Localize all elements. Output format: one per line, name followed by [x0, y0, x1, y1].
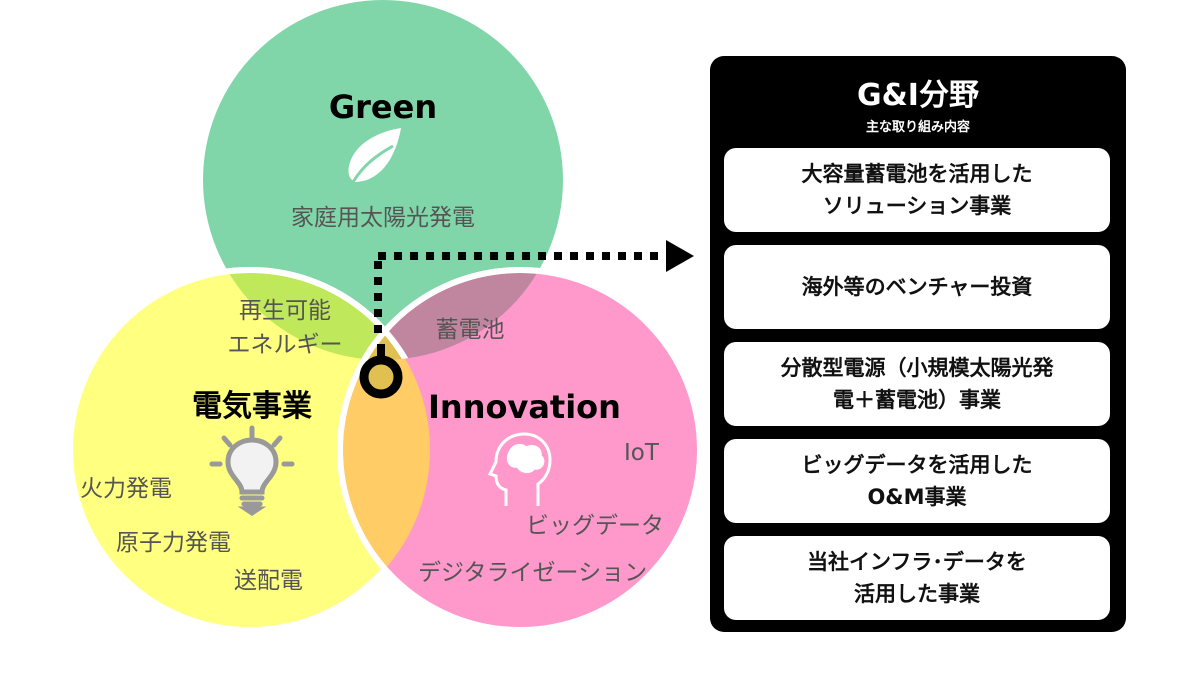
initiative-text: 大容量蓄電池を活用した ソリューション事業	[801, 162, 1033, 218]
brain-head-icon	[487, 432, 552, 506]
initiative-text: 当社インフラ･データを 活用した事業	[807, 550, 1027, 606]
innovation-title: Innovation	[428, 388, 621, 426]
dotted-arrow-icon[interactable]	[374, 240, 694, 333]
initiative-text: 海外等のベンチャー投資	[801, 275, 1033, 299]
initiative-item: 大容量蓄電池を活用した ソリューション事業	[724, 148, 1110, 232]
initiative-item: 海外等のベンチャー投資	[724, 245, 1110, 329]
innovation-item-2: デジタライゼーション	[418, 560, 647, 586]
electric-title: 電気事業	[192, 389, 312, 424]
innovation-item-1: ビッグデータ	[526, 513, 664, 539]
overlap-green-electric-line1: 再生可能	[239, 298, 331, 324]
electric-item-0: 火力発電	[80, 476, 172, 502]
overlap-green-electric-line2: エネルギー	[228, 332, 343, 358]
center-marker-icon	[359, 344, 403, 399]
venn-diagram: Green 家庭用太陽光発電 再生可能 エネルギー 蓄電池 電気事業 火力発電 …	[70, 0, 700, 630]
electric-item-1: 原子力発電	[116, 530, 231, 556]
initiative-item: 分散型電源（小規模太陽光発 電＋蓄電池）事業	[724, 342, 1110, 426]
green-title: Green	[329, 88, 437, 126]
initiative-text: 分散型電源（小規模太陽光発 電＋蓄電池）事業	[780, 356, 1054, 412]
panel-title: G&I分野	[857, 78, 979, 113]
initiative-item: ビッグデータを活用した O&M事業	[724, 439, 1110, 523]
lightbulb-icon	[209, 425, 295, 517]
leaf-icon	[348, 128, 401, 183]
panel-subtitle: 主な取り組み内容	[865, 120, 970, 135]
innovation-item-0: IoT	[624, 440, 660, 466]
electric-item-2: 送配電	[234, 568, 303, 594]
green-item-0: 家庭用太陽光発電	[291, 205, 475, 231]
green-circle	[203, 0, 563, 360]
initiative-text: ビッグデータを活用した O&M事業	[801, 453, 1033, 509]
g-and-i-panel: G&I分野 主な取り組み内容 大容量蓄電池を活用した ソリューション事業 海外等…	[710, 56, 1126, 632]
initiative-item: 当社インフラ･データを 活用した事業	[724, 536, 1110, 620]
overlap-green-innovation-label: 蓄電池	[436, 317, 505, 343]
